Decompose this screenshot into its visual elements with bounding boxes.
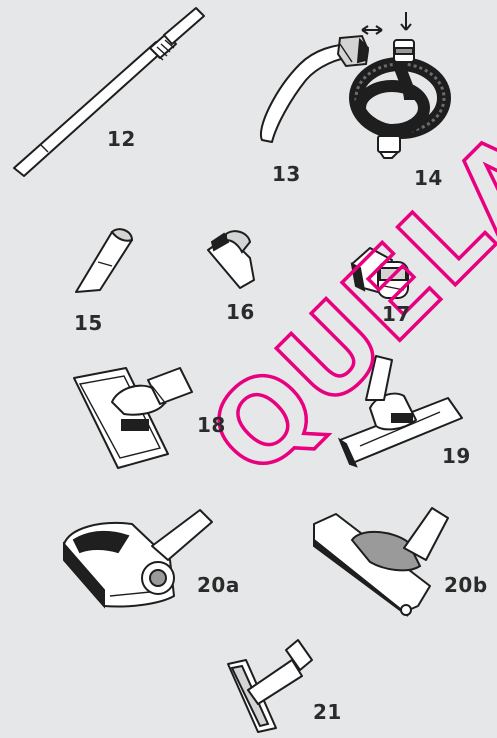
part-number-21: 21 [313,700,342,724]
turbo-brush-drawing [64,510,212,607]
part-number-17: 17 [382,302,411,326]
hose-handle-drawing [261,12,411,142]
combination-nozzle-drawing [74,368,192,468]
suction-hose-drawing [356,40,444,158]
part-number-15: 15 [74,311,103,335]
part-number-16: 16 [226,300,255,324]
part-number-20b: 20b [444,573,488,597]
part-number-18: 18 [197,413,226,437]
part-number-14: 14 [414,166,443,190]
radiator-nozzle-drawing [228,640,312,732]
crevice-tool-drawing [76,229,132,292]
parquet-nozzle-drawing [314,508,448,616]
part-number-13: 13 [272,162,301,186]
part-number-19: 19 [442,444,471,468]
part-number-20a: 20a [197,573,240,597]
part-number-12: 12 [107,127,136,151]
upholstery-nozzle-drawing [208,231,254,288]
